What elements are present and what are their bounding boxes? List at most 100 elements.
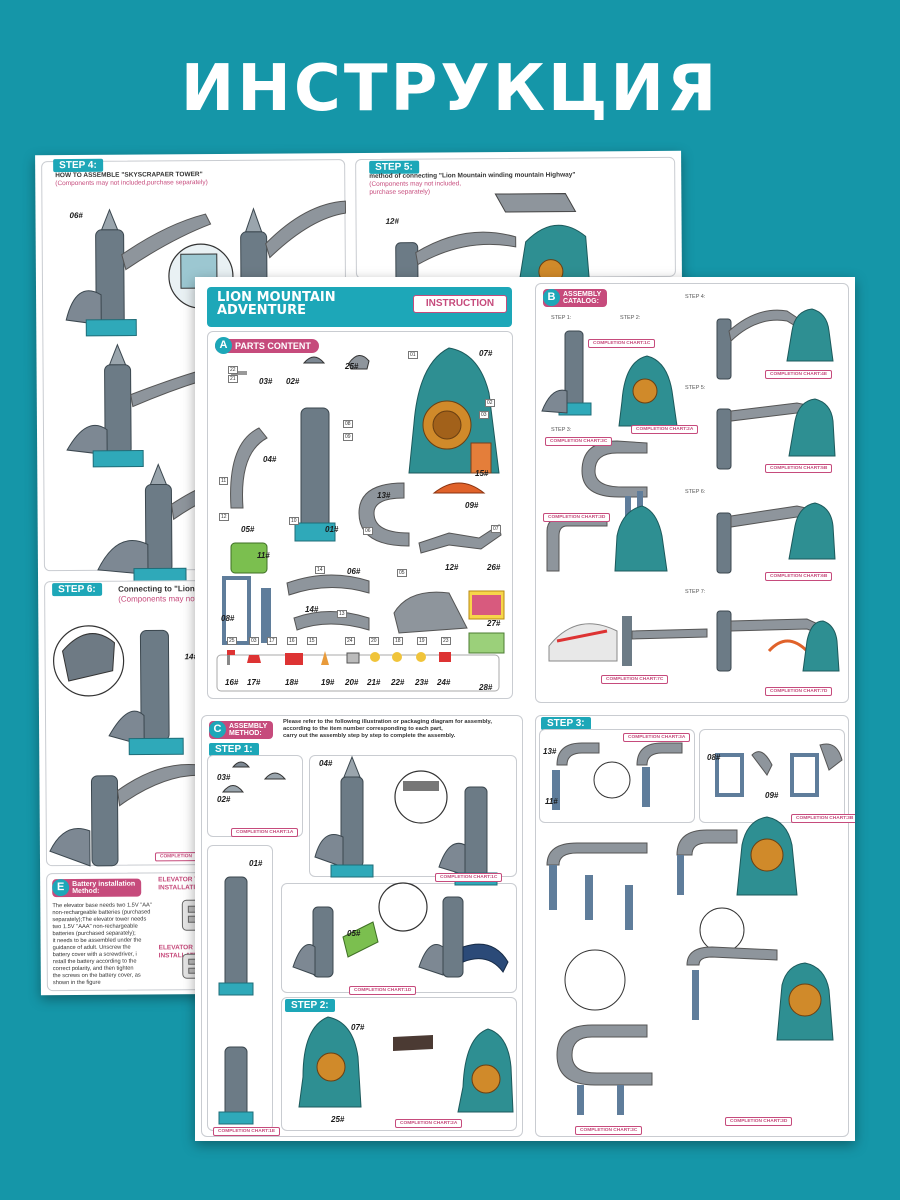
step3-chart-3d: COMPLETION CHART:3D <box>725 1117 793 1126</box>
catalog-step-1: STEP 1: <box>551 315 572 321</box>
catalog-right-scenes <box>548 308 840 672</box>
catalog-step-4: STEP 4: <box>685 294 706 300</box>
tower-drawing-bottom <box>97 463 248 584</box>
accessory-label: 20 <box>369 637 379 645</box>
part-number: 12# <box>445 563 459 572</box>
accessory-number: 20# <box>345 678 359 687</box>
part-label: 02 <box>485 399 495 407</box>
accessory-icons <box>227 650 451 665</box>
method-step1-label: STEP 1: <box>209 743 259 756</box>
step1-chart-1d: COMPLETION CHART:1D <box>349 986 417 995</box>
step1-part-number: 02# <box>217 795 231 804</box>
part-number: 28# <box>479 683 493 692</box>
battery-instructions: The elevator base needs two 1.5V "AA" no… <box>52 902 152 987</box>
part-number: 04# <box>263 455 277 464</box>
part-number: 03# <box>259 377 273 386</box>
part-label: 08 <box>343 420 353 428</box>
step1a-panel <box>207 755 303 837</box>
catalog-step-6: STEP 6: <box>685 489 706 495</box>
part-label: 03 <box>479 411 489 419</box>
accessory-number: 18# <box>285 678 299 687</box>
accessory-number: 23# <box>415 678 429 687</box>
parts-section-letter: A <box>215 337 232 354</box>
method-step2-label: STEP 2: <box>285 999 335 1012</box>
part-number: 13# <box>377 491 391 500</box>
assembly-method-note: Please refer to the following illustrati… <box>283 719 492 739</box>
step1-chart-1a: COMPLETION CHART:1A <box>231 828 299 837</box>
catalog-chart-4e: COMPLETION CHART:4E <box>765 370 833 379</box>
accessory-label: 16 <box>287 637 297 645</box>
part-number: 25# <box>345 362 359 371</box>
step2-part-number: 25# <box>331 1115 345 1124</box>
accessory-label: 23 <box>441 637 451 645</box>
part-number: 26# <box>487 563 501 572</box>
step2-part-number: 07# <box>351 1023 365 1032</box>
catalog-chart-7d: COMPLETION CHART:7D <box>765 687 833 696</box>
step6-illustration <box>49 625 200 867</box>
step1-part-number: 04# <box>319 759 333 768</box>
step1-chart-1c: COMPLETION CHART:1C <box>435 873 503 882</box>
accessory-label: 15 <box>307 637 317 645</box>
catalog-step-5: STEP 5: <box>685 385 706 391</box>
accessory-number: 17# <box>247 678 261 687</box>
part-label: 13 <box>337 610 347 618</box>
catalog-section-letter: B <box>543 289 560 306</box>
step3-illustration <box>546 742 843 1115</box>
step4-label: STEP 4: <box>53 158 103 173</box>
accessory-number: 24# <box>437 678 451 687</box>
step6-label: STEP 6: <box>52 582 102 597</box>
step1-part-number: 05# <box>347 929 361 938</box>
step3-label: STEP 3: <box>541 717 591 730</box>
part-label: 10 <box>289 517 299 525</box>
catalog-step-2: STEP 2: <box>620 315 641 321</box>
part-label: 06 <box>363 527 373 535</box>
accessory-label: 03 <box>249 637 259 645</box>
part-number: 11# <box>257 551 270 560</box>
catalog-step-3: STEP 3: <box>551 427 572 433</box>
catalog-chart-5b: COMPLETION CHART:5B <box>765 464 833 473</box>
step2-chart-2a: COMPLETION CHART:2A <box>395 1119 463 1128</box>
step6-completion-label: COMPLETION <box>154 852 197 862</box>
accessory-label: 25 <box>227 637 237 645</box>
part-label: 07 <box>491 525 501 533</box>
step3-part-number: 13# <box>543 747 557 756</box>
accessory-label: 17 <box>267 637 277 645</box>
part-label: 22 <box>228 366 238 374</box>
page-title: ИНСТРУКЦИЯ <box>180 52 720 126</box>
catalog-chart-6b: COMPLETION CHART:6B <box>765 572 833 581</box>
catalog-chart-3c: COMPLETION CHART:3C <box>545 437 613 446</box>
accessory-label: 19 <box>417 637 427 645</box>
part-label: 21 <box>228 375 238 383</box>
step3-chart-3c: COMPLETION CHART:3C <box>575 1126 643 1135</box>
accessory-number: 16# <box>225 678 239 687</box>
catalog-illustration <box>541 308 840 672</box>
part-label: 01 <box>408 351 418 359</box>
step1-chart-1e: COMPLETION CHART:1E <box>213 1127 281 1136</box>
step3-chart-3a: COMPLETION CHART:3A <box>623 733 691 742</box>
part-label: 11 <box>219 477 229 485</box>
accessory-number: 22# <box>391 678 405 687</box>
catalog-chart-1c: COMPLETION CHART:1C <box>588 339 656 348</box>
part-number: 14# <box>305 605 319 614</box>
part-number: 15# <box>475 469 489 478</box>
accessory-number: 21# <box>367 678 381 687</box>
method-section-letter: C <box>209 721 226 738</box>
part-label: 14 <box>315 566 325 574</box>
step1-part-number: 01# <box>249 859 263 868</box>
part-number: 09# <box>465 501 479 510</box>
part-label: 05 <box>397 569 407 577</box>
part-number: 27# <box>487 619 501 628</box>
catalog-chart-3d: COMPLETION CHART:3D <box>543 513 611 522</box>
step3-part-number: 11# <box>545 797 558 806</box>
step3-chart-3b: COMPLETION CHART:3B <box>791 814 855 823</box>
battery-section-letter: E <box>52 879 70 897</box>
accessory-label: 24 <box>345 637 355 645</box>
part-number: 05# <box>241 525 255 534</box>
accessory-number: 19# <box>321 678 335 687</box>
part-label: 09 <box>343 433 353 441</box>
